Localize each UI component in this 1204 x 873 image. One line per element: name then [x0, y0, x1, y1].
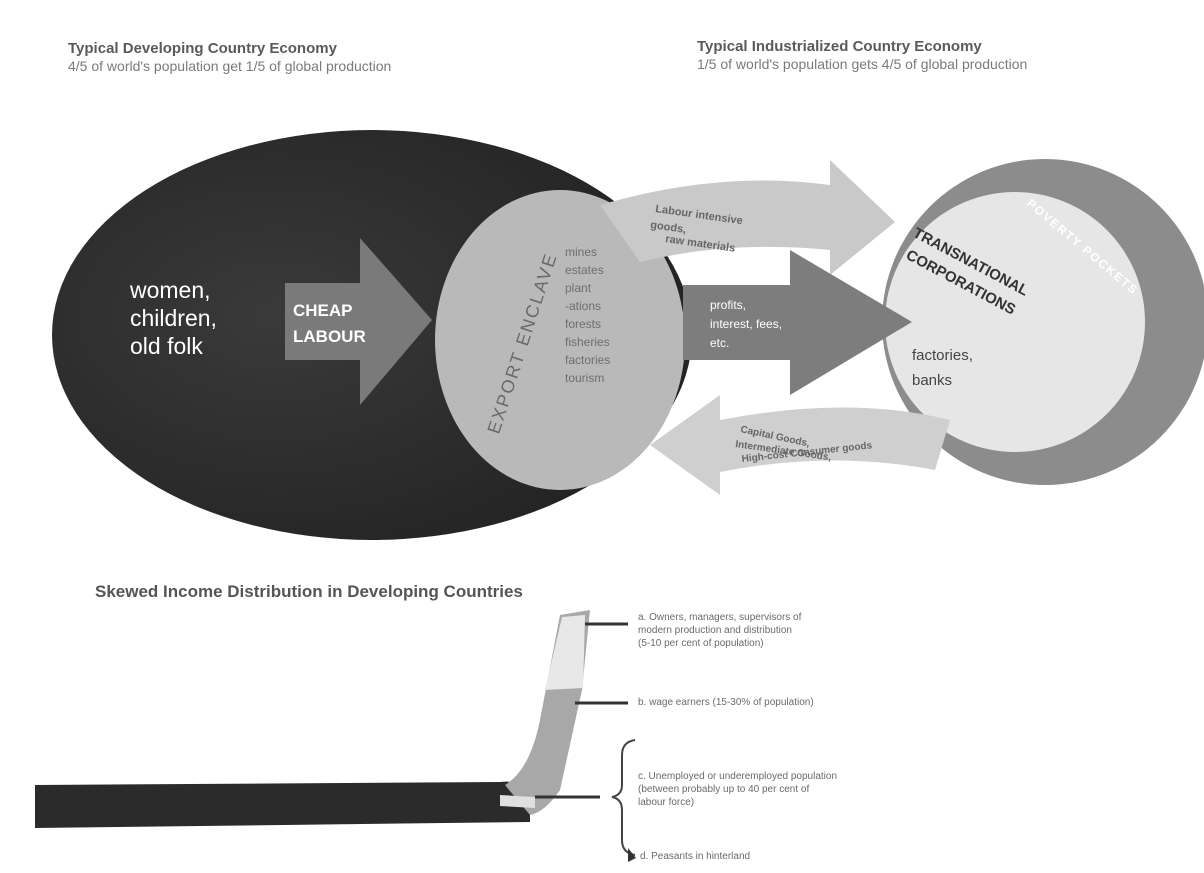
note-c-line-2: (between probably up to 40 per cent of	[638, 784, 810, 795]
note-c: c. Unemployed or underemployed populatio…	[638, 770, 968, 809]
oval-line-1: women,	[129, 277, 211, 303]
enclave-item-plant: plant	[565, 281, 592, 295]
owners-segment	[545, 615, 585, 690]
middle-arrow-line-3: etc.	[710, 336, 729, 350]
economy-diagram: women, children, old folk CHEAP LABOUR E…	[52, 130, 1204, 540]
top-arrow-line-2: goods,	[650, 219, 687, 236]
developing-economy-title: Typical Developing Country Economy	[68, 40, 337, 57]
note-b-line-1: b. wage earners (15-30% of population)	[638, 697, 814, 708]
enclave-item-forests: forests	[565, 317, 601, 331]
oval-line-2: children,	[130, 305, 217, 331]
enclave-item-ations: -ations	[565, 299, 601, 313]
enclave-item-tourism: tourism	[565, 371, 604, 385]
middle-arrow-line-2: interest, fees,	[710, 317, 782, 331]
raw-materials-arrow	[600, 160, 895, 275]
skewed-distribution-title: Skewed Income Distribution in Developing…	[95, 582, 523, 601]
note-a-line-3: (5-10 per cent of population)	[638, 638, 764, 649]
industrialized-economy-title: Typical Industrialized Country Economy	[697, 38, 982, 55]
industrialized-economy-circle	[885, 192, 1145, 452]
tnc-sub-1: factories,	[912, 347, 973, 364]
enclave-item-mines: mines	[565, 245, 597, 259]
note-d-line-1: d. Peasants in hinterland	[640, 851, 751, 862]
export-enclave-circle	[435, 190, 685, 490]
cheap-label: CHEAP	[293, 301, 353, 320]
enclave-item-fisheries: fisheries	[565, 335, 610, 349]
note-c-line-1: c. Unemployed or underemployed populatio…	[638, 771, 838, 782]
note-c-line-3: labour force)	[638, 797, 695, 808]
developing-economy-subtitle: 4/5 of world's population get 1/5 of glo…	[68, 58, 392, 74]
industrialized-economy-header: Typical Industrialized Country Economy 1…	[697, 38, 1177, 74]
profits-arrow	[683, 250, 912, 395]
tnc-sub-2: banks	[912, 372, 952, 389]
oval-line-3: old folk	[130, 333, 203, 359]
peasants-bar	[35, 781, 530, 828]
note-a-line-1: a. Owners, managers, supervisors of	[638, 612, 802, 623]
note-a-line-2: modern production and distribution	[638, 625, 792, 636]
note-d: d. Peasants in hinterland	[640, 850, 940, 863]
note-a: a. Owners, managers, supervisors of mode…	[638, 611, 938, 650]
income-distribution-graphic	[35, 610, 636, 862]
enclave-item-estates: estates	[565, 263, 604, 277]
industrialized-economy-subtitle: 1/5 of world's population gets 4/5 of gl…	[697, 56, 1028, 72]
enclave-item-factories: factories	[565, 353, 610, 367]
middle-arrow-line-1: profits,	[710, 298, 746, 312]
labour-label: LABOUR	[293, 327, 366, 346]
note-b: b. wage earners (15-30% of population)	[638, 696, 958, 709]
capital-goods-arrow	[650, 395, 950, 495]
brace-icon	[611, 739, 636, 856]
developing-economy-header: Typical Developing Country Economy 4/5 o…	[68, 40, 528, 76]
unemployed-segment	[500, 795, 535, 808]
cheap-labour-arrow	[285, 238, 432, 405]
pointer-d	[628, 848, 636, 862]
